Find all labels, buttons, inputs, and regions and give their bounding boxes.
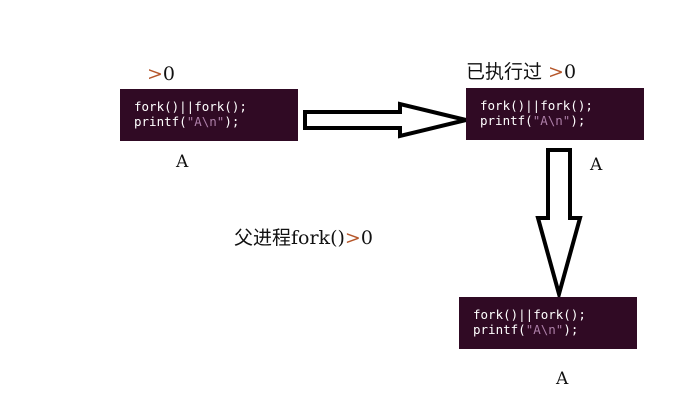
code-line: printf("A\n"); xyxy=(473,322,637,337)
value: 0 xyxy=(563,61,577,83)
code-line: fork()||fork(); xyxy=(480,98,593,113)
output-1: A xyxy=(176,152,189,172)
code-string: "A\n" xyxy=(532,113,571,128)
down-arrow xyxy=(535,148,583,302)
code-box-2: fork()||fork(); printf("A\n"); xyxy=(466,88,644,140)
label-text: 父进程fork() xyxy=(234,227,345,249)
value: 0 xyxy=(360,227,373,249)
gt-sign: > xyxy=(147,63,163,85)
gt-sign: > xyxy=(548,61,564,83)
code-box-3: fork()||fork(); printf("A\n"); xyxy=(459,297,637,349)
code-string: "A\n" xyxy=(525,322,564,337)
right-arrow xyxy=(303,101,467,139)
code-text: ); xyxy=(563,322,579,337)
code-text: printf( xyxy=(473,322,526,337)
value: 0 xyxy=(162,63,176,85)
output-3: A xyxy=(556,369,569,389)
code-line: printf("A\n"); xyxy=(134,114,298,129)
code-text: printf( xyxy=(134,114,187,129)
mid-condition: 父进程fork()>0 xyxy=(234,223,373,250)
code-line: fork()||fork(); xyxy=(134,99,247,114)
box2-condition: 已执行过 >0 xyxy=(466,57,576,84)
code-text: ); xyxy=(224,114,240,129)
code-line: fork()||fork(); xyxy=(473,307,586,322)
code-text: ); xyxy=(570,113,586,128)
label-text: 已执行过 xyxy=(466,61,549,83)
code-line: printf("A\n"); xyxy=(480,113,644,128)
code-box-1: fork()||fork(); printf("A\n"); xyxy=(120,89,298,141)
gt-sign: > xyxy=(344,227,361,249)
code-string: "A\n" xyxy=(186,114,225,129)
code-text: printf( xyxy=(480,113,533,128)
output-2: A xyxy=(590,155,603,175)
box1-condition: >0 xyxy=(147,63,175,85)
